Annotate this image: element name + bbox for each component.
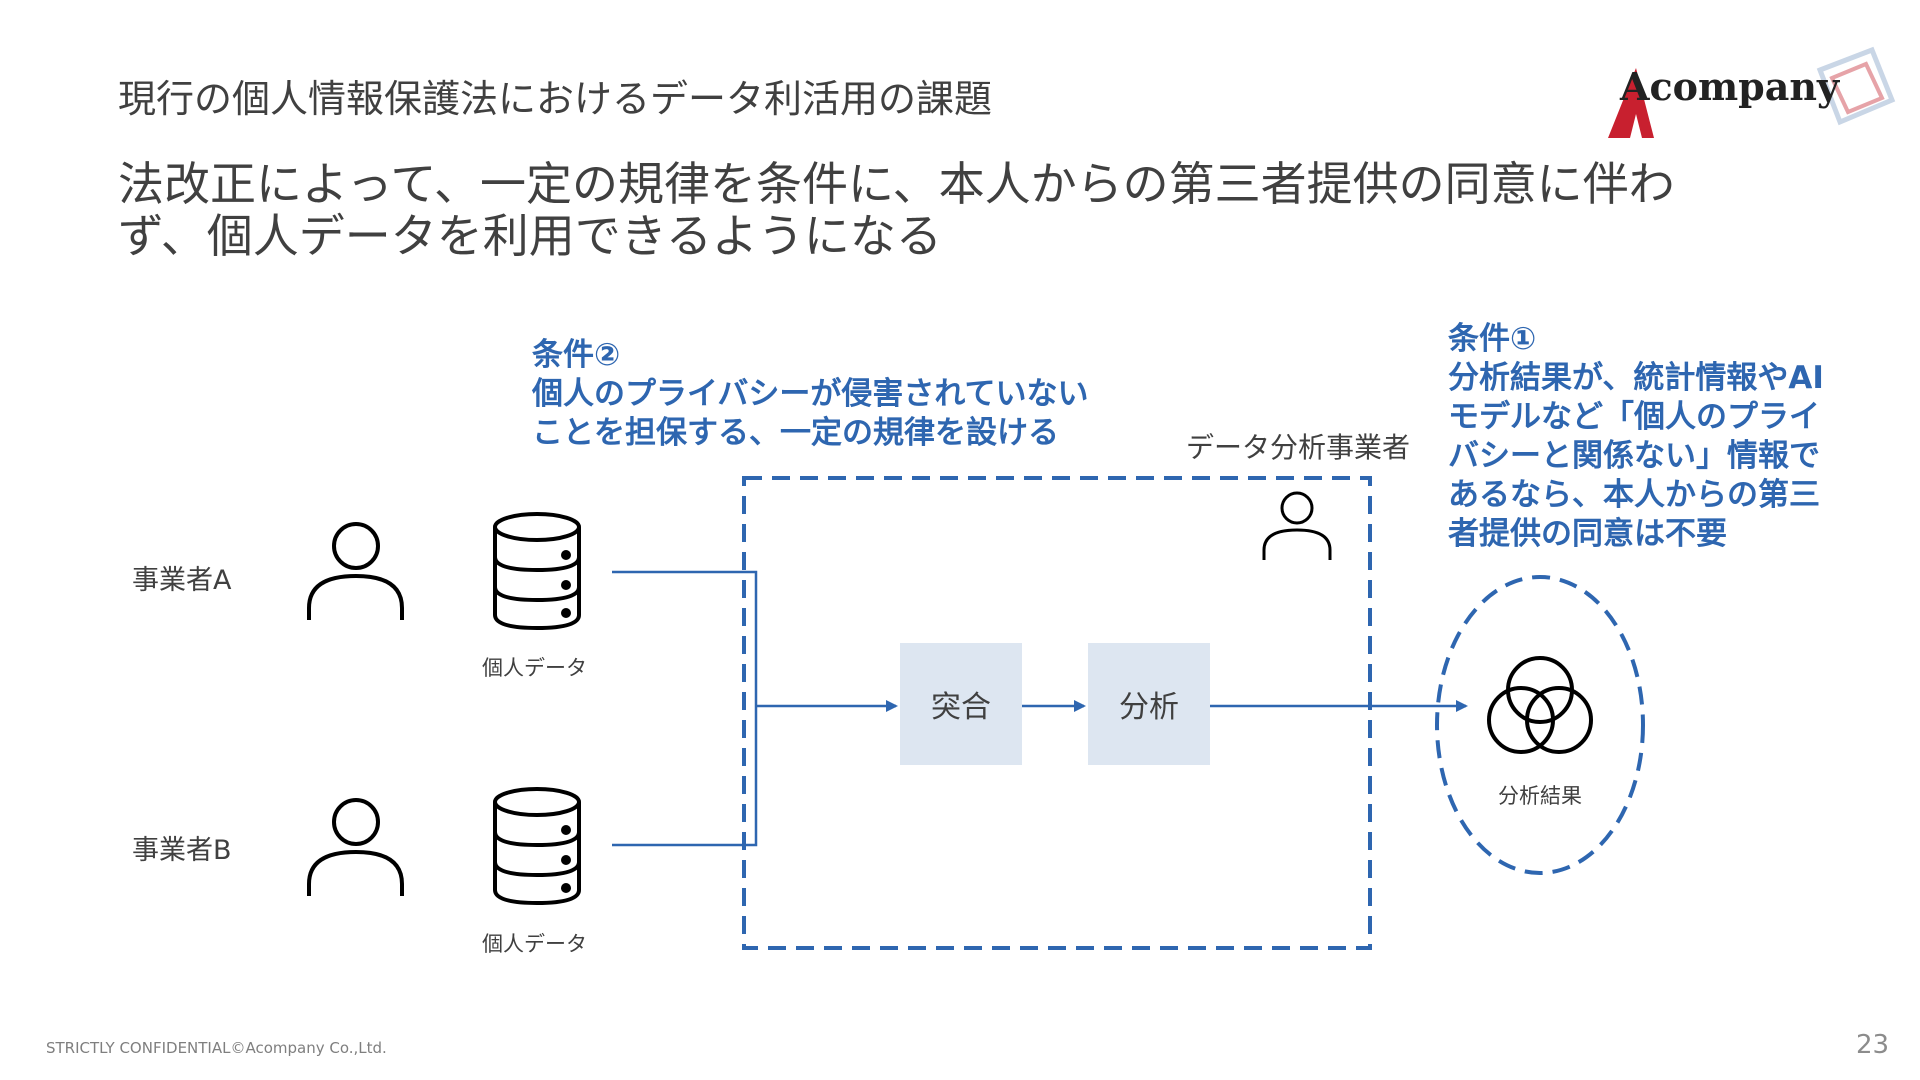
condition-1-text: 分析結果が、統計情報やAI: [1448, 360, 1824, 396]
person-icon: [1262, 491, 1332, 560]
condition-1-text: あるなら、本人からの第三: [1448, 477, 1820, 513]
merge-step-label: 突合: [931, 690, 991, 725]
database-icon: [493, 512, 581, 631]
section-title: 現行の個人情報保護法におけるデータ利活用の課題: [118, 77, 993, 121]
condition-2-callout: 条件② 個人のプライバシーが侵害されていない ことを担保する、一定の規律を設ける: [532, 336, 1088, 453]
database-icon: [493, 787, 581, 906]
condition-2-title: 条件②: [532, 337, 621, 373]
logo-mark-icon: [1608, 46, 1896, 138]
company-logo: Acompany: [1620, 64, 1840, 109]
merge-step: 突合: [900, 643, 1022, 765]
condition-1-title: 条件①: [1448, 321, 1537, 357]
page-number: 23: [1856, 1030, 1890, 1060]
condition-2-text: ことを担保する、一定の規律を設ける: [532, 415, 1059, 451]
condition-1-text: 者提供の同意は不要: [1448, 516, 1727, 552]
person-icon: [307, 798, 404, 896]
venn-icon: [1487, 656, 1593, 754]
confidential-footer: STRICTLY CONFIDENTIAL©Acompany Co.,Ltd.: [46, 1039, 387, 1057]
condition-1-callout: 条件① 分析結果が、統計情報やAI モデルなど「個人のプライ バシーと関係ない」…: [1448, 320, 1824, 554]
person-icon: [307, 522, 404, 620]
business-b-label: 事業者B: [132, 835, 232, 866]
analysis-result-label: 分析結果: [1498, 784, 1582, 808]
business-a-label: 事業者A: [132, 565, 232, 596]
personal-data-label: 個人データ: [482, 932, 587, 956]
analyst-boundary: [742, 476, 1372, 950]
flow-connectors: [612, 570, 1468, 847]
condition-2-text: 個人のプライバシーが侵害されていない: [532, 376, 1089, 412]
headline-line: ず、個人データを利用できるようになる: [118, 209, 942, 263]
condition-1-text: バシーと関係ない」情報で: [1448, 438, 1820, 474]
analysis-step: 分析: [1088, 643, 1210, 765]
headline: 法改正によって、一定の規律を条件に、本人からの第三者提供の同意に伴わ ず、個人デ…: [118, 158, 1675, 262]
analysis-step-label: 分析: [1119, 690, 1179, 725]
headline-line: 法改正によって、一定の規律を条件に、本人からの第三者提供の同意に伴わ: [118, 157, 1675, 211]
condition-1-text: モデルなど「個人のプライ: [1448, 399, 1820, 435]
personal-data-label: 個人データ: [482, 656, 587, 680]
analyst-label: データ分析事業者: [1186, 431, 1411, 464]
result-boundary: [1435, 575, 1645, 875]
